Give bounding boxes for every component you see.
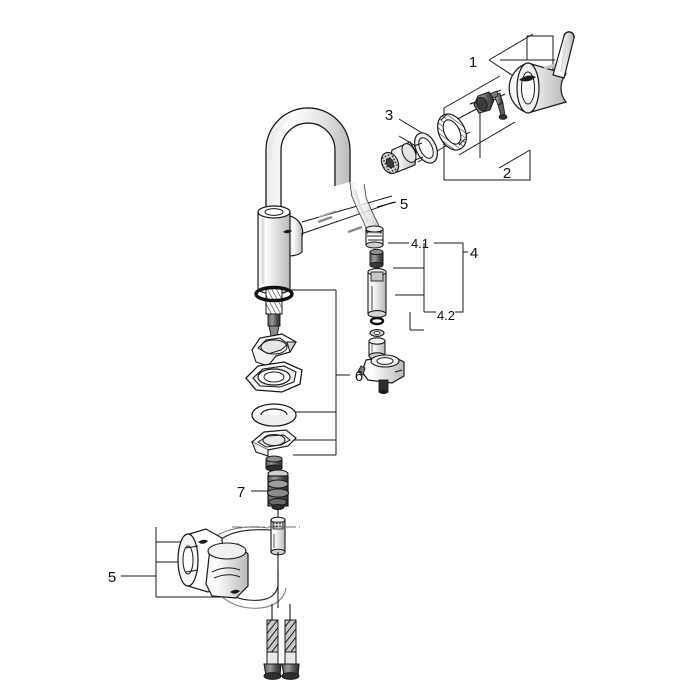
leader-group-4 [388, 242, 468, 331]
part-washer-ring [369, 329, 385, 337]
callout-label-1: 1 [469, 54, 477, 71]
part-large-threaded-ring [437, 113, 467, 151]
part-oring-small [369, 316, 385, 326]
part-shank-lock-nut [265, 455, 283, 472]
handle-barrel [508, 62, 568, 114]
faucet-body-cylinder [257, 205, 291, 295]
callout-label-4-2: 4.2 [437, 308, 455, 323]
callout-label-3: 3 [385, 107, 393, 124]
supply-hoses [263, 604, 300, 680]
part-pull-down-hose-upper [349, 181, 384, 249]
callout-label-4: 4 [470, 245, 478, 262]
part-quick-coupling-7 [266, 469, 290, 511]
part-check-valve-body-4-2 [357, 354, 405, 394]
leader-group-6 [284, 289, 350, 456]
part-mounting-nut-hex [245, 361, 303, 393]
callout-leader-lines [121, 33, 555, 598]
supply-hose-left [263, 604, 282, 680]
part-stabilizer-plate [251, 333, 297, 367]
hose-collar-ribs [365, 225, 384, 249]
cartridge-knurled-end [380, 151, 400, 175]
part-cartridge [380, 141, 424, 175]
handle-lever-stick [552, 31, 575, 79]
part-mounting-hardware [245, 333, 303, 472]
callout-labels: 1 2 3 5 4.1 4 4.2 6 7 5 [108, 54, 511, 586]
part-hose-guide-sleeve [270, 516, 286, 556]
part-rubber-gasket [251, 403, 297, 427]
callout-label-5-lower: 5 [108, 569, 116, 586]
callout-label-7: 7 [237, 484, 245, 501]
part-handle-cap-nut [469, 91, 495, 114]
callout-label-4-1: 4.1 [411, 236, 429, 251]
callout-label-6: 6 [355, 368, 363, 385]
faucet-body-assembly [254, 107, 395, 345]
part-mounting-clip [250, 429, 297, 457]
part-hose-connector-nut-4-1 [369, 248, 384, 269]
part-counterweight-block [205, 542, 249, 599]
part-hose-sleeve [367, 268, 387, 318]
gooseneck-spout [265, 107, 351, 215]
lever-handle-hub [283, 195, 395, 257]
part-trim-ring [413, 132, 439, 164]
callout-label-2: 2 [503, 165, 511, 182]
part-lever-handle [508, 31, 575, 114]
supply-hose-right [281, 604, 300, 680]
callout-label-5-upper: 5 [400, 196, 408, 213]
threaded-shank [254, 285, 294, 345]
